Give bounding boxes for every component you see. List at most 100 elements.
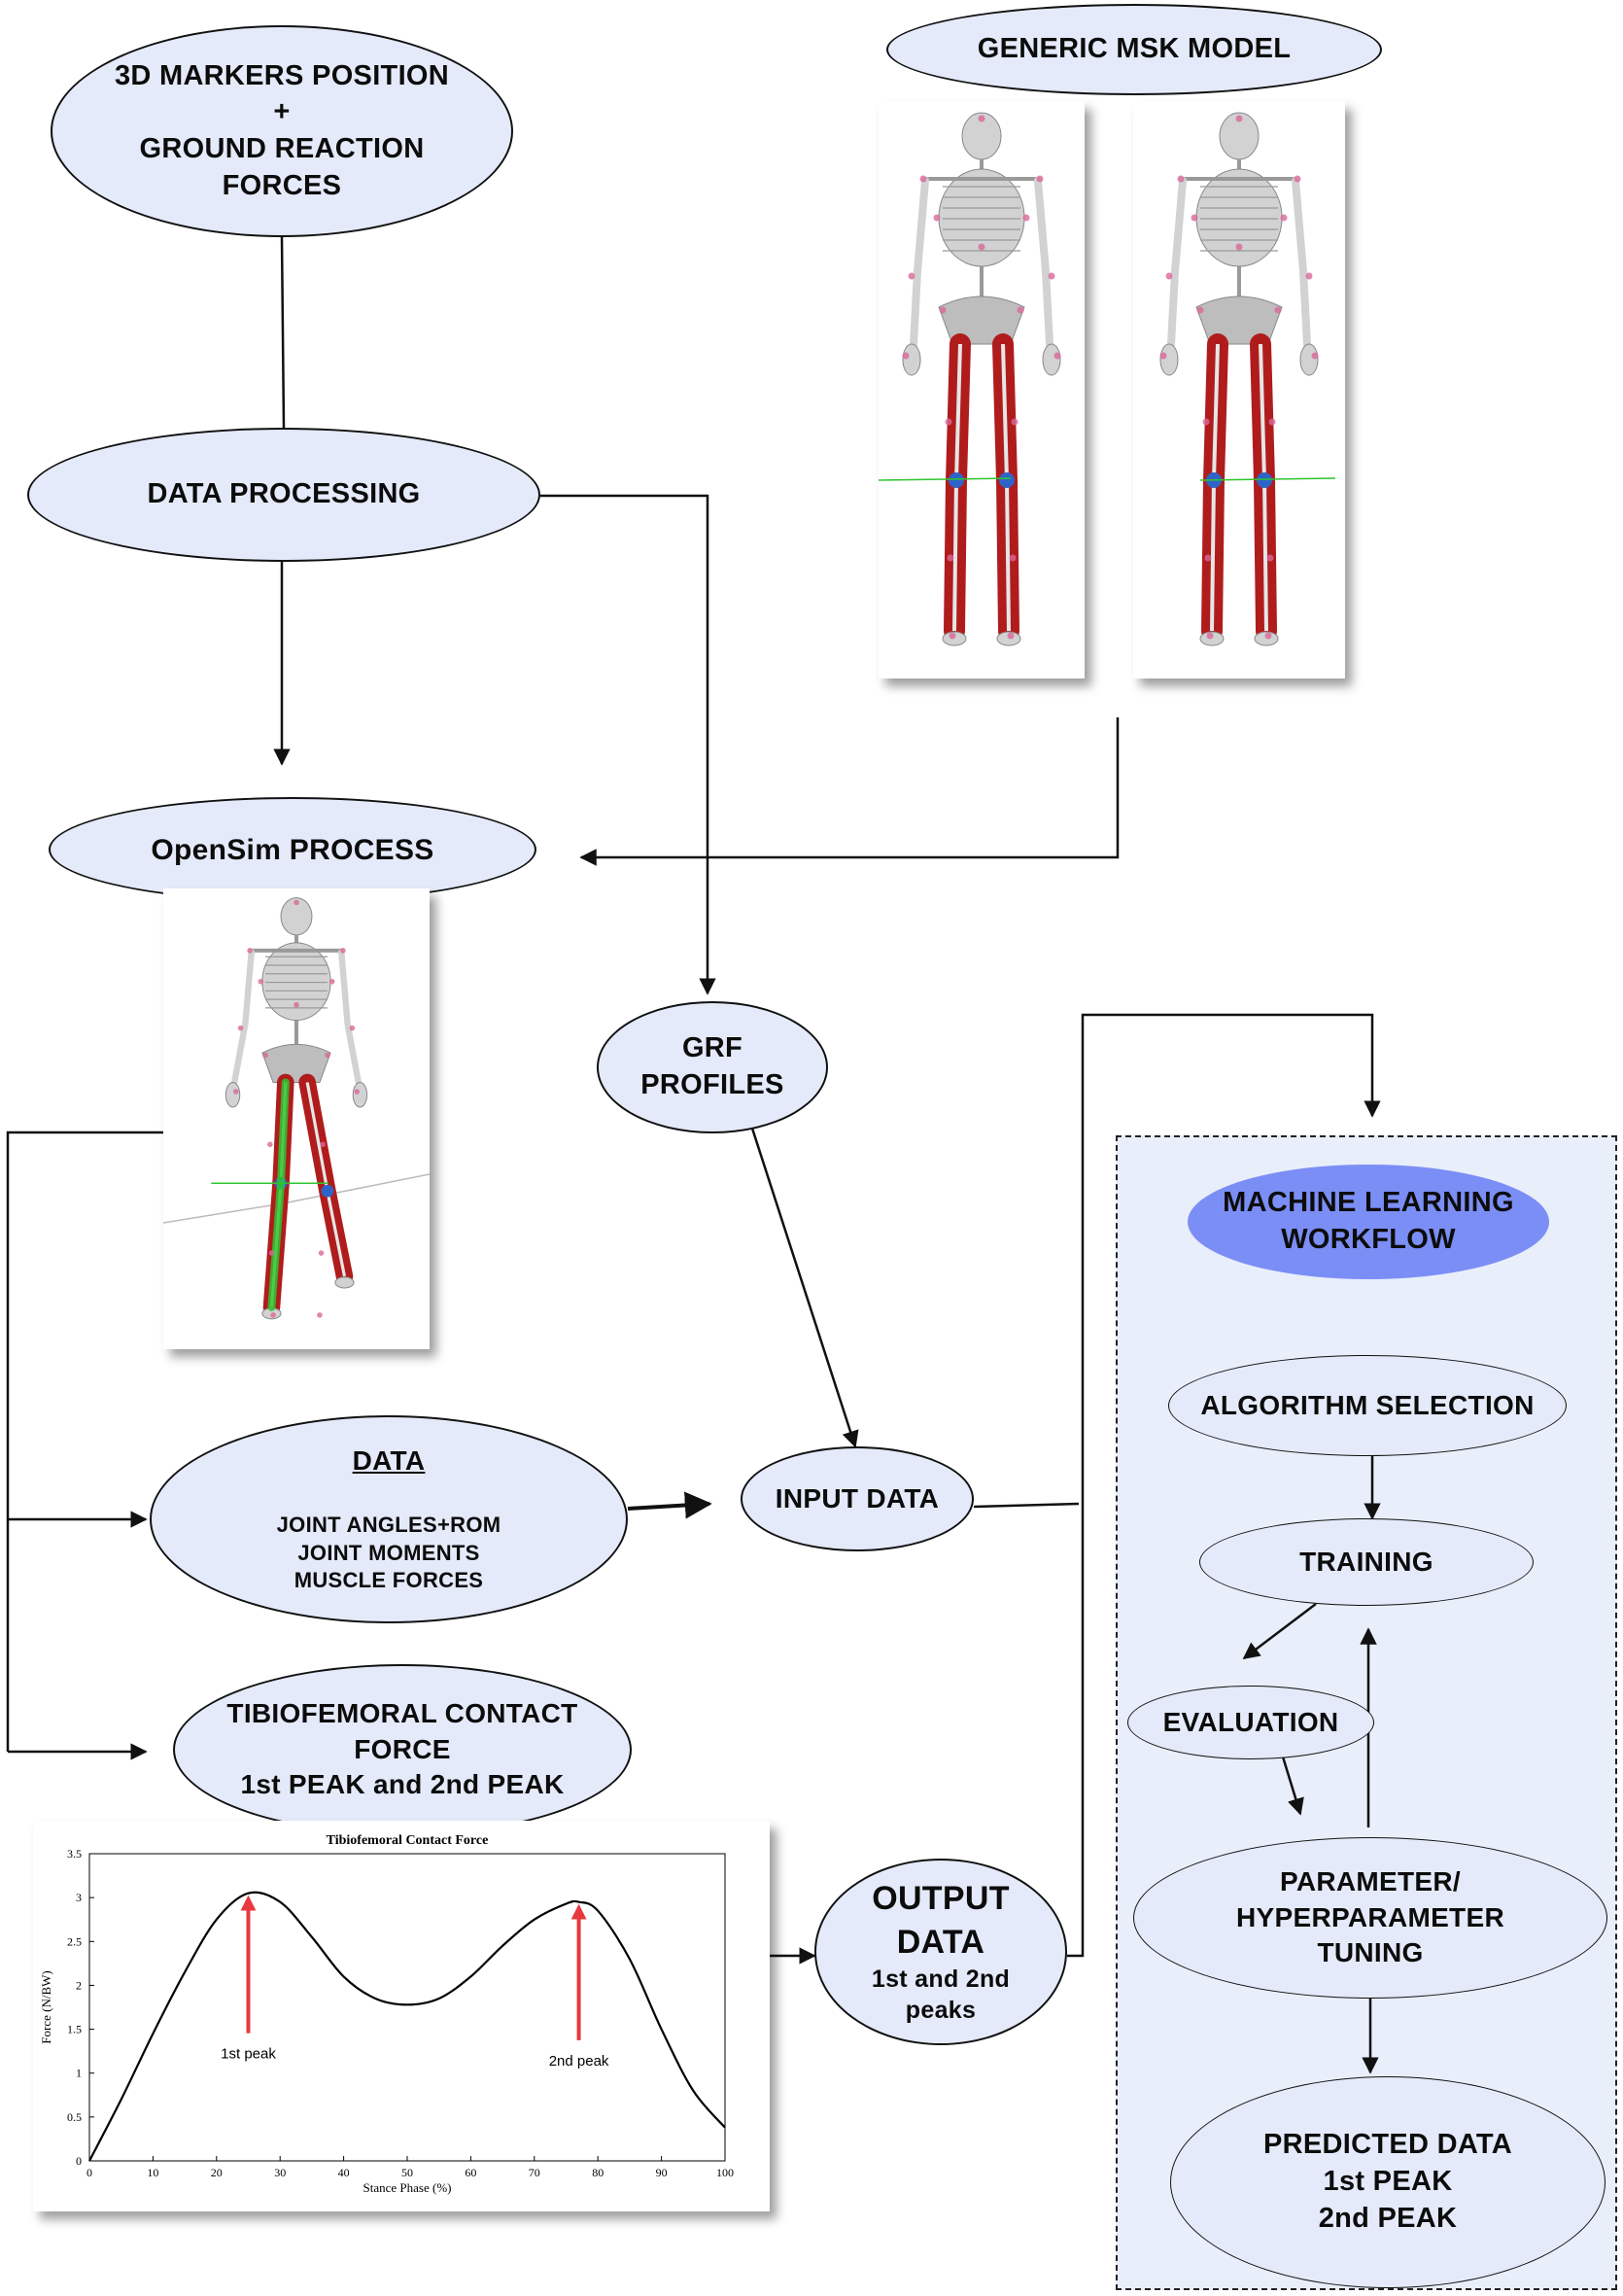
marker-dot xyxy=(947,554,954,562)
grf-label-1: GRF xyxy=(681,1032,743,1064)
markers-to-processing-line xyxy=(280,236,286,429)
y-tick-label: 2.5 xyxy=(67,1934,82,1948)
marker-dot xyxy=(1305,272,1313,280)
marker-dot xyxy=(318,1250,325,1256)
x-tick-label: 60 xyxy=(465,2166,476,2179)
marker-dot xyxy=(1177,175,1185,183)
marker-dot xyxy=(1165,272,1173,280)
hand xyxy=(224,1081,241,1108)
marker-dot xyxy=(1280,214,1288,222)
hand xyxy=(1159,343,1179,376)
grf-to-input-arrow xyxy=(742,1103,859,1448)
marker-dot xyxy=(939,306,947,314)
msk-model-front-image xyxy=(879,101,1085,678)
x-tick-label: 50 xyxy=(401,2166,413,2179)
marker-dot xyxy=(1206,632,1214,640)
arm xyxy=(230,949,255,1086)
hand xyxy=(1299,343,1319,376)
tfcf-node: TIBIOFEMORAL CONTACT FORCE 1st PEAK and … xyxy=(173,1664,632,1835)
arm xyxy=(1034,177,1053,348)
arm xyxy=(910,177,929,348)
marker-dot xyxy=(908,272,915,280)
x-tick-label: 90 xyxy=(656,2166,668,2179)
evaluation-node: EVALUATION xyxy=(1127,1686,1374,1759)
hand xyxy=(1042,343,1061,376)
knee-joint xyxy=(949,472,964,488)
marker-dot xyxy=(933,214,941,222)
marker-dot xyxy=(1311,352,1319,360)
y-tick-label: 3.5 xyxy=(67,1847,82,1861)
input-label: INPUT DATA xyxy=(775,1482,940,1513)
input-data-node: INPUT DATA xyxy=(741,1446,974,1551)
y-tick-label: 0 xyxy=(76,2154,82,2168)
marker-dot xyxy=(902,352,910,360)
x-axis-label: Stance Phase (%) xyxy=(363,2180,452,2195)
marker-dot xyxy=(354,1089,361,1095)
marker-dot xyxy=(978,115,985,122)
hand xyxy=(902,343,921,376)
arm xyxy=(338,949,363,1086)
marker-dot xyxy=(945,418,952,426)
foot xyxy=(1254,631,1279,646)
ml-label-2: WORKFLOW xyxy=(1281,1224,1456,1255)
tuning-node: PARAMETER/ HYPERPARAMETER TUNING xyxy=(1133,1837,1607,1999)
marker-dot xyxy=(267,1141,273,1148)
output-label-4: peaks xyxy=(905,1997,977,2025)
arm xyxy=(1167,177,1187,348)
y-tick-label: 1.5 xyxy=(67,2023,82,2036)
marker-dot xyxy=(349,1025,356,1031)
data-processing-node: DATA PROCESSING xyxy=(27,428,540,562)
grf-profiles-node: GRF PROFILES xyxy=(597,1001,828,1133)
training-node: TRAINING xyxy=(1199,1518,1534,1606)
hand xyxy=(352,1081,368,1108)
tfcf-label-1: TIBIOFEMORAL CONTACT xyxy=(226,1698,578,1729)
foot xyxy=(942,631,967,646)
peak-label: 2nd peak xyxy=(549,2053,609,2070)
data-to-input-arrow xyxy=(627,1491,712,1519)
processing-label: DATA PROCESSING xyxy=(147,478,421,510)
x-tick-label: 40 xyxy=(338,2166,350,2179)
training-label: TRAINING xyxy=(1299,1546,1433,1577)
marker-dot xyxy=(1011,418,1019,426)
marker-dot xyxy=(237,1025,244,1031)
y-tick-label: 2 xyxy=(76,1978,82,1992)
marker-dot xyxy=(320,1141,326,1148)
opensim-process-node: OpenSim PROCESS xyxy=(49,797,536,902)
x-tick-label: 30 xyxy=(274,2166,286,2179)
markers-label-1: 3D MARKERS POSITION xyxy=(114,59,450,91)
peak-label: 1st peak xyxy=(221,2046,276,2063)
grf-vector xyxy=(879,477,1012,481)
output-data-node: OUTPUT DATA 1st and 2nd peaks xyxy=(814,1859,1067,2045)
marker-dot xyxy=(978,243,985,251)
marker-dot xyxy=(1007,632,1015,640)
marker-dot xyxy=(1268,418,1276,426)
marker-dot xyxy=(1204,554,1212,562)
predicted-label-1: PREDICTED DATA xyxy=(1262,2129,1513,2161)
foot xyxy=(996,631,1021,646)
marker-dot xyxy=(1159,352,1167,360)
skeleton-figure xyxy=(1159,112,1336,646)
foot xyxy=(1199,631,1225,646)
data-label-1: JOINT ANGLES+ROM xyxy=(276,1513,501,1538)
x-tick-label: 0 xyxy=(86,2166,92,2179)
x-tick-label: 70 xyxy=(529,2166,540,2179)
leg-bone xyxy=(305,1082,347,1277)
marker-dot xyxy=(1266,554,1274,562)
marker-dot xyxy=(1017,306,1024,314)
tuning-label-2: HYPERPARAMETER xyxy=(1236,1901,1504,1932)
marker-dot xyxy=(232,1089,239,1095)
ml-label-1: MACHINE LEARNING xyxy=(1223,1187,1514,1219)
predicted-data-node: PREDICTED DATA 1st PEAK 2nd PEAK xyxy=(1170,2076,1606,2288)
predicted-label-3: 2nd PEAK xyxy=(1318,2202,1458,2234)
marker-dot xyxy=(1202,418,1210,426)
marker-dot xyxy=(294,1001,299,1008)
evaluation-label: EVALUATION xyxy=(1162,1706,1339,1737)
marker-dot xyxy=(247,948,253,954)
knee-joint xyxy=(1257,472,1272,488)
marker-dot xyxy=(262,1052,268,1059)
marker-dot xyxy=(1036,175,1044,183)
output-label-3: 1st and 2nd xyxy=(871,1965,1011,1993)
marker-dot xyxy=(1009,554,1017,562)
